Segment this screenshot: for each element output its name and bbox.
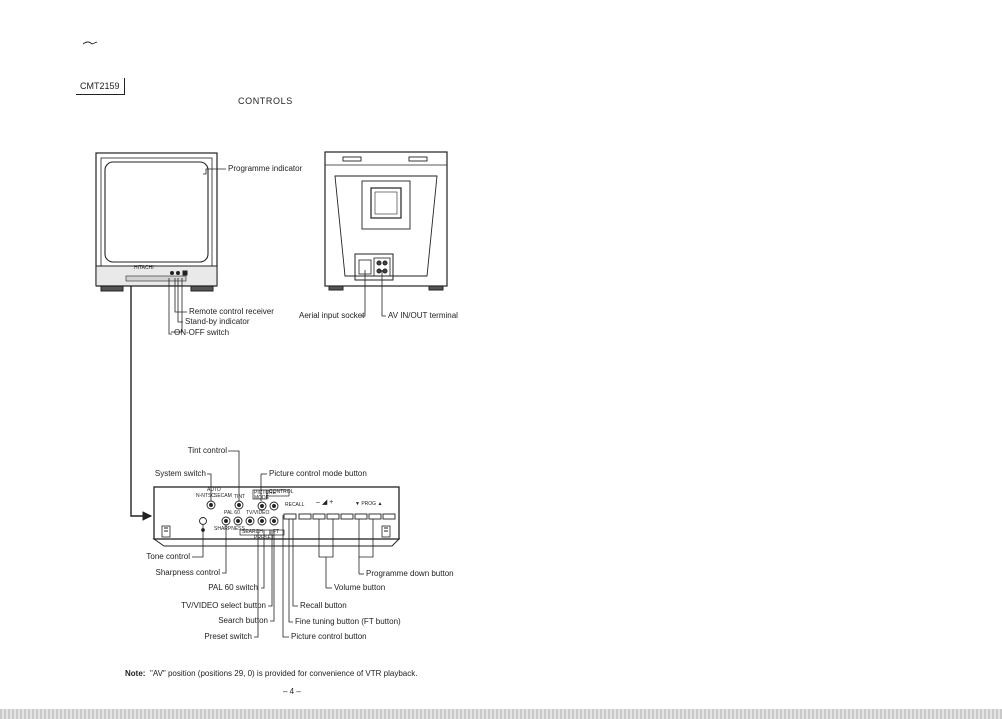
label-aerial-input-socket: Aerial input socket xyxy=(299,311,365,320)
label-volume-button: Volume button xyxy=(334,583,386,592)
label-programme-indicator: Programme indicator xyxy=(228,164,303,173)
tv-video-knob xyxy=(245,516,255,526)
label-tone-control: Tone control xyxy=(146,552,190,561)
button-row xyxy=(283,513,396,520)
panel-label-sharpness: SHARPNESS xyxy=(214,526,245,532)
label-pal60-switch: PAL 60 switch xyxy=(208,583,258,592)
tv-rear-view xyxy=(324,151,448,291)
label-tv-video-select-button: TV/VIDEO select button xyxy=(181,601,266,610)
label-av-in-out-terminal: AV IN/OUT terminal xyxy=(388,311,458,320)
panel-label-n-ntsc: N-NTSC xyxy=(196,493,215,499)
label-search-button: Search button xyxy=(218,616,268,625)
page-number: – 4 – xyxy=(283,687,301,696)
page-title: CONTROLS xyxy=(238,96,293,106)
panel-label-ft: FT xyxy=(273,529,280,535)
scan-mark xyxy=(82,41,98,45)
panel-label-picture-mode: PICTURE MODE xyxy=(254,490,276,501)
pal60-knob xyxy=(233,516,243,526)
model-number-box xyxy=(76,78,125,95)
label-on-off-switch: ON-OFF switch xyxy=(174,328,230,337)
label-sharpness-control: Sharpness control xyxy=(155,568,220,577)
note-text: "AV" position (positions 29, 0) is provi… xyxy=(150,669,418,678)
panel-label-tv-video: TV/VIDEO xyxy=(246,510,270,516)
ft-knob xyxy=(269,516,279,526)
tv-front-view xyxy=(95,152,218,292)
panel-label-pal60: PAL 60 xyxy=(224,510,240,516)
label-recall-button: Recall button xyxy=(300,601,347,610)
label-picture-control-button: Picture control button xyxy=(291,632,367,641)
panel-label-secam: SECAM xyxy=(214,493,232,499)
tv-screen xyxy=(104,161,209,263)
panel-label-prog: ▼ PROG ▲ xyxy=(355,501,383,507)
panel-label-control: CONTROL xyxy=(269,489,294,495)
panel-label-volume: – ◢ + xyxy=(316,499,334,506)
control-panel-outline xyxy=(152,486,401,547)
label-programme-down-button: Programme down button xyxy=(366,569,454,578)
label-brand-front: HITACHI xyxy=(134,265,154,271)
panel-label-tint: TINT xyxy=(234,494,246,500)
control-knob xyxy=(269,501,279,511)
model-number: CMT2159 xyxy=(80,81,120,91)
connector-line xyxy=(130,286,151,517)
label-fine-tuning-button: Fine tuning button (FT button) xyxy=(295,617,401,626)
connector-arrow xyxy=(142,511,153,521)
label-picture-control-mode-button: Picture control mode button xyxy=(269,469,367,478)
search-knob xyxy=(257,516,267,526)
label-remote-control-receiver: Remote control receiver xyxy=(189,307,274,316)
panel-label-auto: AUTO xyxy=(207,487,221,493)
panel-label-preset: PRESET xyxy=(254,535,275,541)
label-standby-indicator: Stand-by indicator xyxy=(185,317,250,326)
panel-label-search: SEARCH xyxy=(242,529,263,535)
scan-bottom-band xyxy=(0,709,1002,719)
picture-mode-knob xyxy=(257,501,267,511)
label-system-switch: System switch xyxy=(154,469,206,478)
tone-knob xyxy=(199,517,207,525)
label-preset-switch: Preset switch xyxy=(204,632,252,641)
note-label: Note: xyxy=(125,669,146,678)
panel-label-recall: RECALL xyxy=(285,502,305,508)
label-tint-control: Tint control xyxy=(187,446,227,455)
